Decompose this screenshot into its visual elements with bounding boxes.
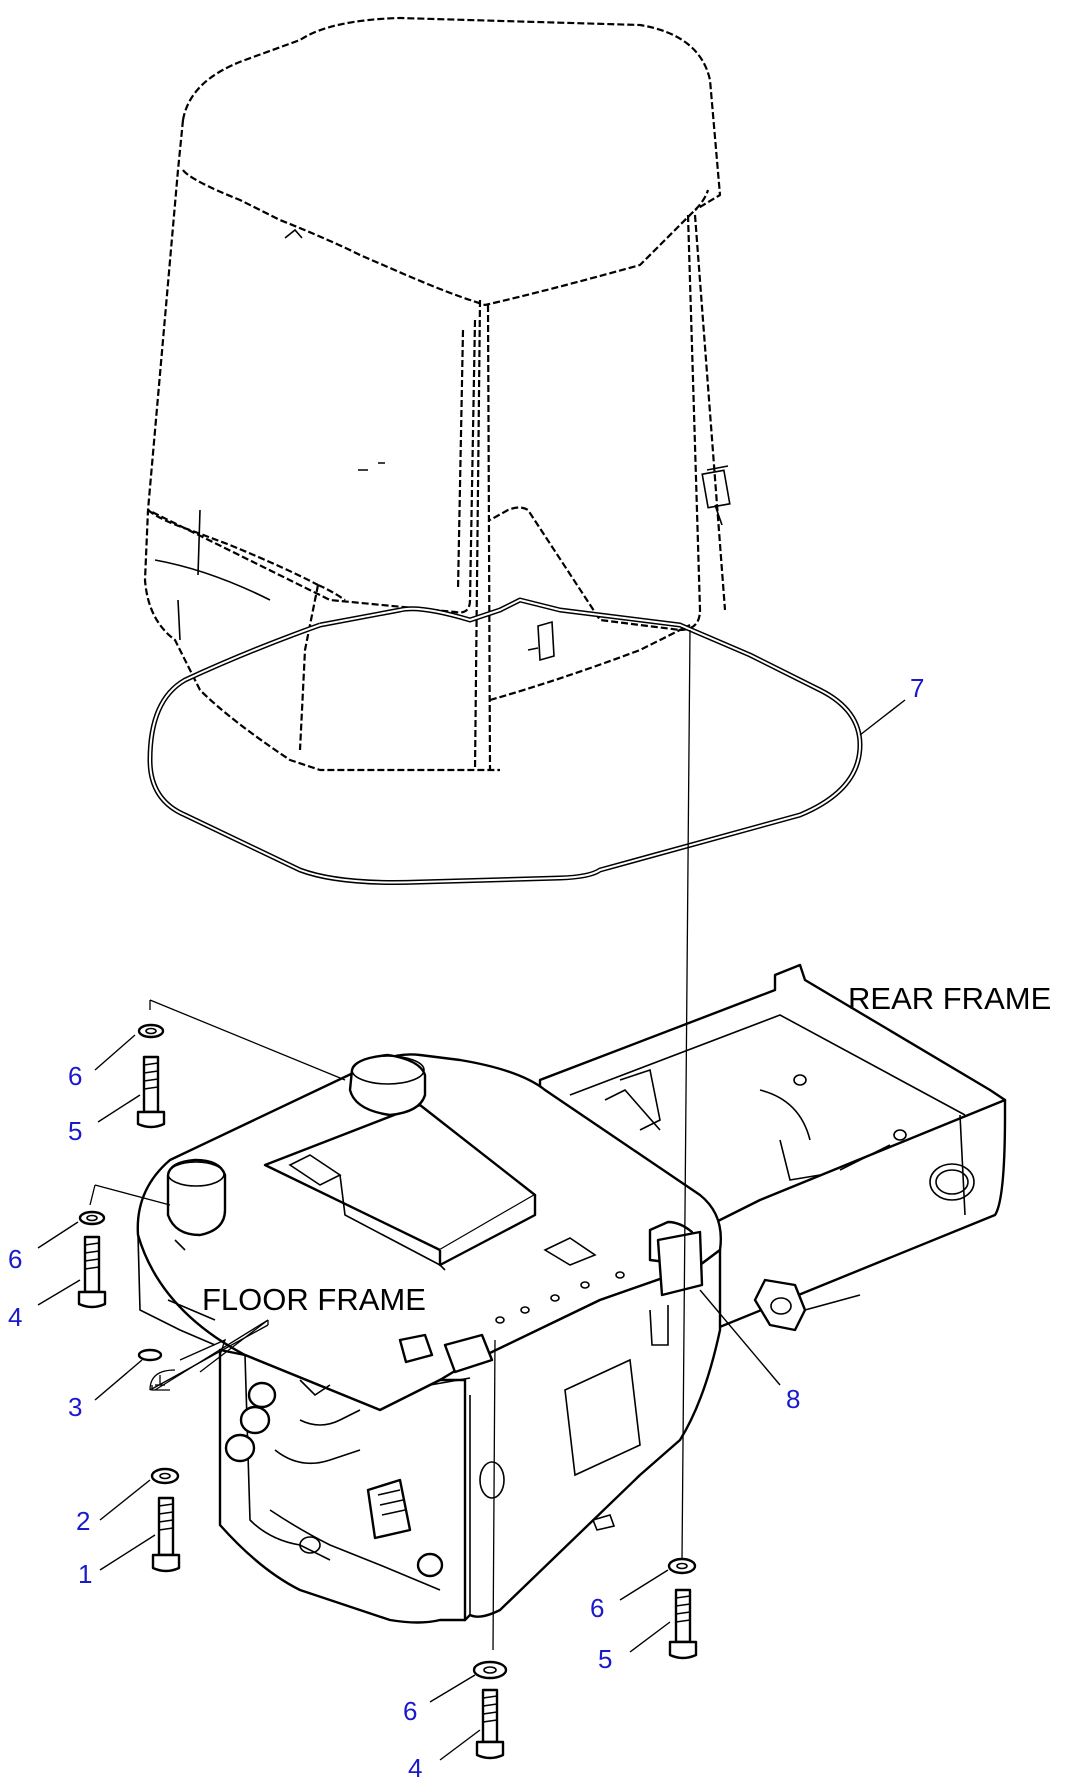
callout-4: 4 [408, 1753, 422, 1783]
callout-6: 6 [403, 1696, 417, 1726]
callout-3: 3 [68, 1392, 82, 1422]
callout-6: 6 [68, 1061, 82, 1091]
cab-body [143, 16, 731, 772]
callout-4: 4 [8, 1302, 22, 1332]
washer-bottom-right [667, 1557, 697, 1575]
callout-5: 5 [68, 1116, 82, 1146]
washer-mid-left [78, 1210, 106, 1226]
callout-6: 6 [8, 1244, 22, 1274]
callout-7: 7 [910, 673, 924, 703]
washer-3 [137, 1348, 163, 1362]
assembly-reference-lines [89, 629, 691, 1651]
callout-2: 2 [76, 1506, 90, 1536]
floor-frame [136, 1053, 722, 1624]
bolt-1 [151, 1496, 181, 1573]
bolt-bottom-right [668, 1588, 698, 1660]
callout-5: 5 [598, 1644, 612, 1674]
floor-seal [147, 597, 863, 885]
bolt-mid-left [77, 1235, 107, 1309]
callout-6: 6 [590, 1593, 604, 1623]
callout-8: 8 [786, 1384, 800, 1414]
bolt-top-left [136, 1055, 166, 1129]
washer-bottom-center [472, 1660, 508, 1680]
bolt-bottom-center [475, 1688, 505, 1760]
floor-frame-label: FLOOR FRAME [202, 1282, 426, 1317]
callout-1: 1 [78, 1559, 92, 1589]
washer-top-left [137, 1023, 165, 1039]
washer-2 [150, 1467, 180, 1485]
rear-frame-label: REAR FRAME [848, 981, 1051, 1016]
leader-lines [37, 699, 906, 1761]
